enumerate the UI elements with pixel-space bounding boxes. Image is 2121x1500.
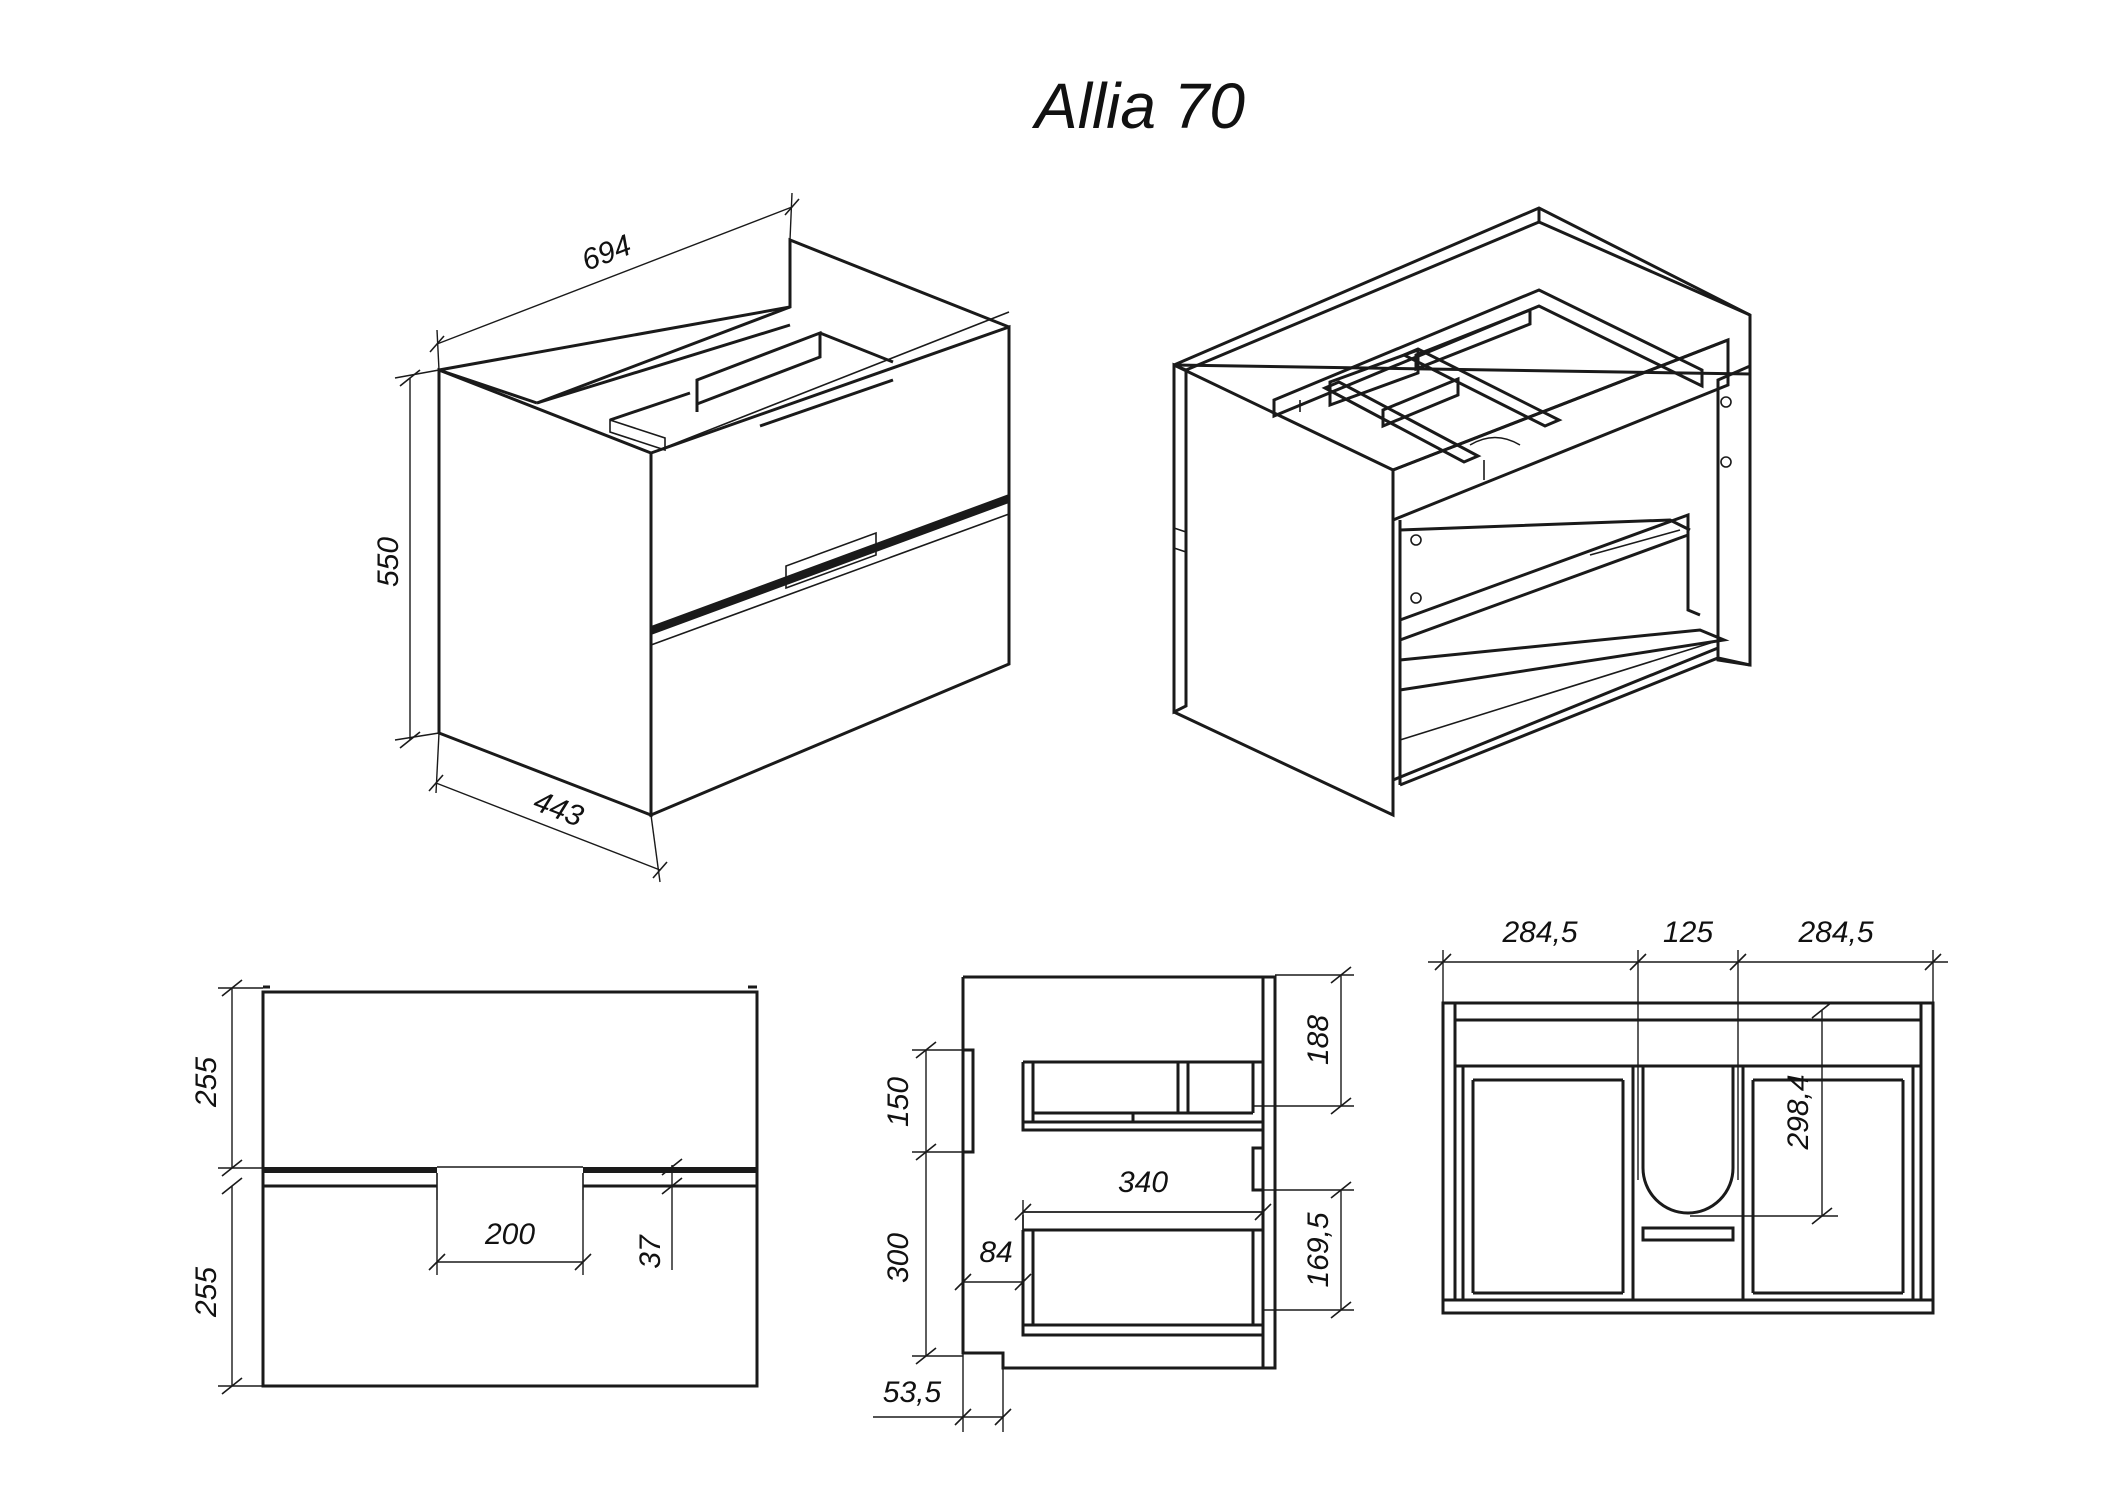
dim-bottom-drawer-255: 255 [190,1267,223,1318]
front-elevation: 255 255 200 37 [190,979,759,1395]
dim-top-298-4: 298,4 [1782,1074,1815,1150]
dim-top-drawer-255: 255 [190,1057,223,1108]
iso-open-view [1172,206,1752,818]
dim-side-340: 340 [1118,1166,1168,1199]
dim-side-53-5: 53,5 [883,1376,942,1409]
page-title: Allia 70 [1031,70,1245,142]
dim-side-300: 300 [882,1233,915,1283]
dim-handle-37: 37 [634,1234,667,1269]
dim-side-169-5: 169,5 [1302,1212,1335,1287]
dim-top-left-284-5: 284,5 [1501,916,1577,949]
dim-top-right-284-5: 284,5 [1797,916,1873,949]
side-section: 150 300 53,5 84 340 188 [873,966,1354,1432]
dim-side-84: 84 [979,1236,1012,1269]
dim-height-550: 550 [372,537,405,587]
dim-side-150: 150 [882,1077,915,1127]
dim-handle-200: 200 [484,1218,535,1251]
dim-top-mid-125: 125 [1663,916,1713,949]
iso-front-view: 694 550 443 [372,192,1011,883]
top-view: 284,5 125 284,5 298,4 [1428,916,1948,1315]
dim-depth-443: 443 [529,785,588,834]
dim-side-188: 188 [1302,1015,1335,1065]
